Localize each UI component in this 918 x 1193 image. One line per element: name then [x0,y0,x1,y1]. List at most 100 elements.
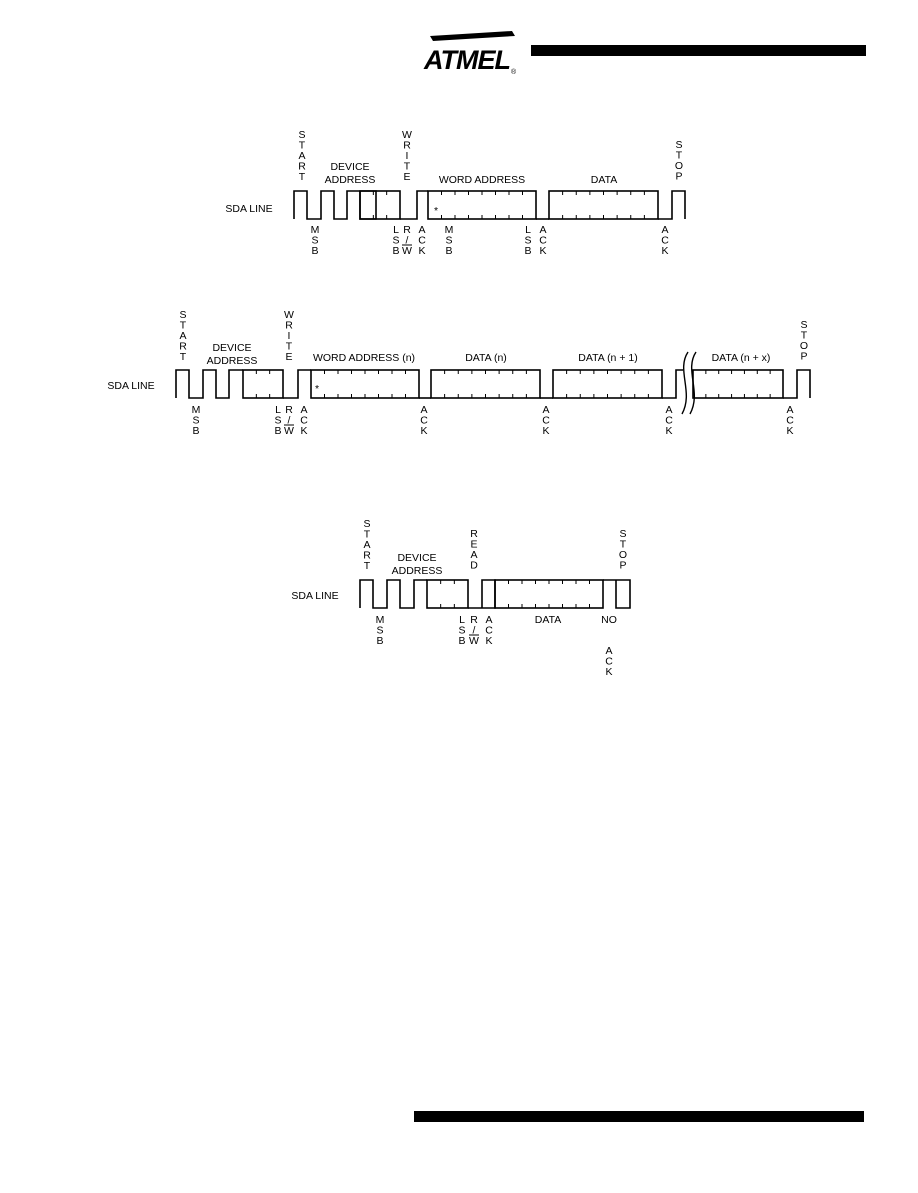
sda-waveform [658,190,686,220]
asterisk-note: * [434,205,438,217]
ack-label: ACK [665,404,673,437]
lsb-label-char: L [459,614,465,626]
lsb-label-char: S [392,235,399,247]
write-label-char: R [403,140,411,152]
ack-label-char: K [786,425,793,437]
msb-label-char: B [311,245,318,257]
no-ack-label-char: C [605,656,613,668]
ack-label-char: C [786,415,794,427]
ack-label: ACK [418,224,426,257]
data-n-bits [430,369,541,399]
start-label-char: S [363,518,370,530]
lsb-label: LSB [458,614,465,647]
ack-label-char: A [665,404,672,416]
no-label: NO [601,614,617,626]
msb-label-char: S [192,415,199,427]
ack-label: ACK [300,404,308,437]
stop-label-char: P [619,560,626,572]
rw-label-char: W [469,635,479,647]
data-bits [494,579,604,609]
logo-text: ATMEL [423,45,510,75]
stop-label-char: S [675,139,682,151]
rw-label: R/W [284,404,294,437]
ack-label-char: K [485,635,492,647]
atmel-logo: ATMEL ® [423,31,517,76]
msb-label-char: S [311,235,318,247]
stop-label-char: T [676,150,683,162]
stop-label-char: P [800,351,807,363]
data-n1-bits [552,369,663,399]
sda-waveform [603,579,631,609]
start-label-char: A [179,330,186,342]
start-label-char: A [363,539,370,551]
start-label-char: T [364,529,371,541]
sda-waveform [293,190,377,220]
no-ack-label-char: A [605,645,612,657]
sda-line-label: SDA LINE [291,590,338,602]
ack-label-char: K [300,425,307,437]
start-label-char: R [179,341,187,353]
ack-label: ACK [485,614,493,647]
ack-label-char: A [542,404,549,416]
header-bar [531,45,866,56]
sda-waveform [175,369,243,399]
ack-label: ACK [786,404,794,437]
sda-line-label: SDA LINE [225,203,272,215]
msb-label-char: M [311,224,320,236]
logo-registered-mark: ® [511,68,517,76]
msb-label: MSB [192,404,201,437]
lsb-label-char: L [393,224,399,236]
stop-label-char: P [675,171,682,183]
data-bits [548,190,659,220]
lsb-label: LSB [392,224,399,257]
ack-label-char: A [661,224,668,236]
word-address-label: WORD ADDRESS [439,174,525,186]
lsb-label: LSB [524,224,531,257]
data-nx-bits [692,369,784,399]
start-label-char: T [180,320,187,332]
ack-label-char: K [665,425,672,437]
word-address-bits [310,369,420,399]
lsb-label-char: L [525,224,531,236]
lsb-label-char: B [274,425,281,437]
data-nx-label: DATA (n + x) [712,352,771,364]
rw-label-char: W [402,245,412,257]
sda-waveform [468,579,496,609]
logo-swoosh [430,31,515,41]
rw-label-char: / [473,625,476,637]
write-label-char: T [404,161,411,173]
device-address-label: DEVICE [397,552,436,564]
ack-label: ACK [542,404,550,437]
write-label-char: T [286,341,293,353]
start-label-char: T [180,351,187,363]
sda-line-label: SDA LINE [107,380,154,392]
write-label-char: R [285,320,293,332]
ack-label-char: C [485,625,493,637]
word-address-bits [427,190,537,220]
stop-label-char: T [801,330,808,342]
rw-label-char: R [403,224,411,236]
start-label-char: T [299,171,306,183]
start-label-char: R [363,550,371,562]
read-label-char: D [470,560,478,572]
ack-label-char: C [661,235,669,247]
write-label-char: W [284,309,294,321]
ack-label-char: C [665,415,673,427]
write-label-char: W [402,129,412,141]
device-address-label: ADDRESS [325,174,376,186]
sda-waveform [359,579,427,609]
msb-label-char: M [192,404,201,416]
rw-label-char: R [285,404,293,416]
read-label-char: E [470,539,477,551]
start-label-char: T [364,560,371,572]
current-address-read-diagram: SDA LINESTARTDEVICEADDRESSREADSTOPDATAMS… [291,518,631,678]
ack-label-char: K [420,425,427,437]
ack-label: ACK [661,224,669,257]
lsb-label-char: S [524,235,531,247]
